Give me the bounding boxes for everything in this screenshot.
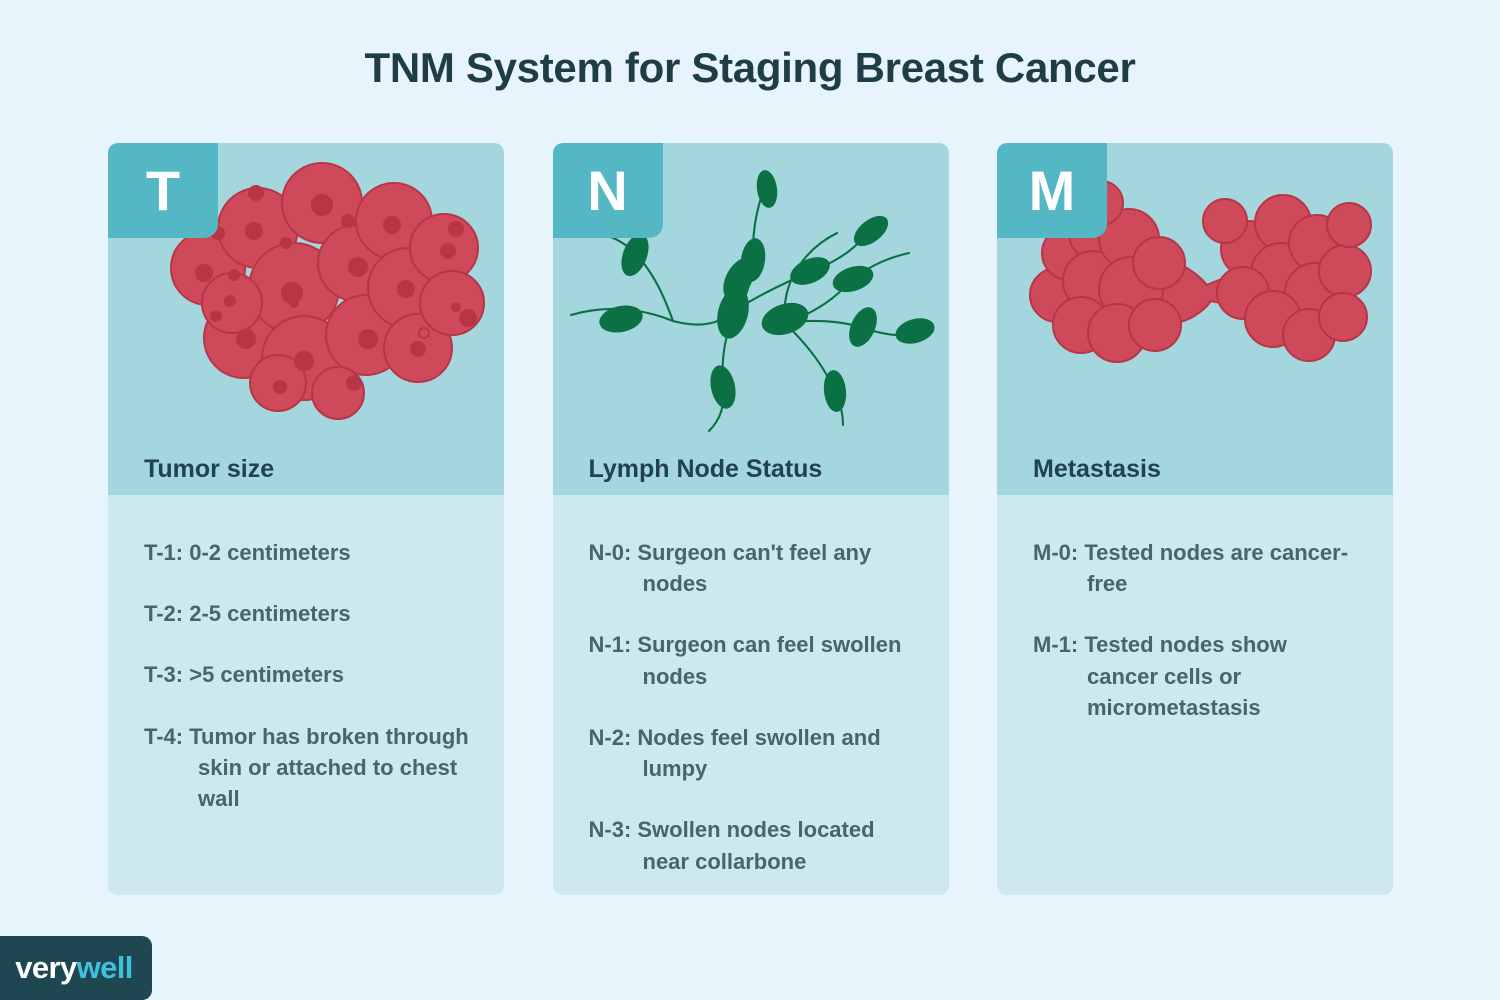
tumor-cell-cluster-icon (108, 143, 504, 443)
list-item: N-0: Surgeon can't feel any nodes (588, 540, 872, 597)
badge-n: N (552, 143, 663, 238)
tnm-card-grid: T Tumor size T-1: 0-2 centimeters T-2: 2… (108, 143, 1393, 895)
list-item: M-0: Tested nodes are cancer-free (1033, 540, 1349, 597)
lymph-node-network-icon (553, 143, 949, 443)
card-header-tumor-size: Tumor size (108, 443, 504, 495)
list-item: N-1: Surgeon can feel swollen nodes (588, 632, 902, 689)
list-item: M-1: Tested nodes show cancer cells or m… (1033, 632, 1287, 720)
card-illustration-area-n: N (552, 143, 949, 443)
list-item: T-1: 0-2 centimeters (144, 540, 351, 565)
badge-m: M (997, 143, 1107, 238)
card-header-metastasis: Metastasis (997, 443, 1393, 495)
list-item: T-3: >5 centimeters (144, 662, 344, 688)
card-header-lymph-node-status: Lymph Node Status (552, 443, 949, 495)
logo-text-well: well (76, 950, 134, 985)
metastasis-spreading-cells-icon (997, 143, 1393, 443)
card-illustration-area-t: T (108, 143, 504, 443)
list-item: T-2: 2-5 centimeters (144, 601, 351, 627)
page-title: TNM System for Staging Breast Cancer (364, 44, 1136, 91)
card-body-lymph-node-status: N-0: Surgeon can't feel any nodes N-1: S… (552, 495, 949, 895)
card-body-tumor-size: T-1: 0-2 centimeters T-2: 2-5 centimeter… (108, 495, 504, 895)
badge-t: T (108, 143, 218, 238)
card-tumor-size: T Tumor size T-1: 0-2 centimeters T-2: 2… (108, 143, 504, 895)
card-metastasis: M Metastasis M-0: Tested nodes are cance… (997, 143, 1393, 895)
logo-text-very: very (15, 950, 77, 985)
list-item: N-2: Nodes feel swollen and lumpy (588, 724, 881, 782)
list-item: N-3: Swollen nodes located near collarbo… (588, 817, 875, 874)
card-lymph-node-status: N Lymph Node Status N-0: Surgeon can't f… (552, 143, 949, 895)
card-body-metastasis: M-0: Tested nodes are cancer-free M-1: T… (997, 495, 1393, 895)
card-illustration-area-m: M (997, 143, 1393, 443)
list-item: T-4: Tumor has broken through skin or at… (144, 723, 469, 812)
